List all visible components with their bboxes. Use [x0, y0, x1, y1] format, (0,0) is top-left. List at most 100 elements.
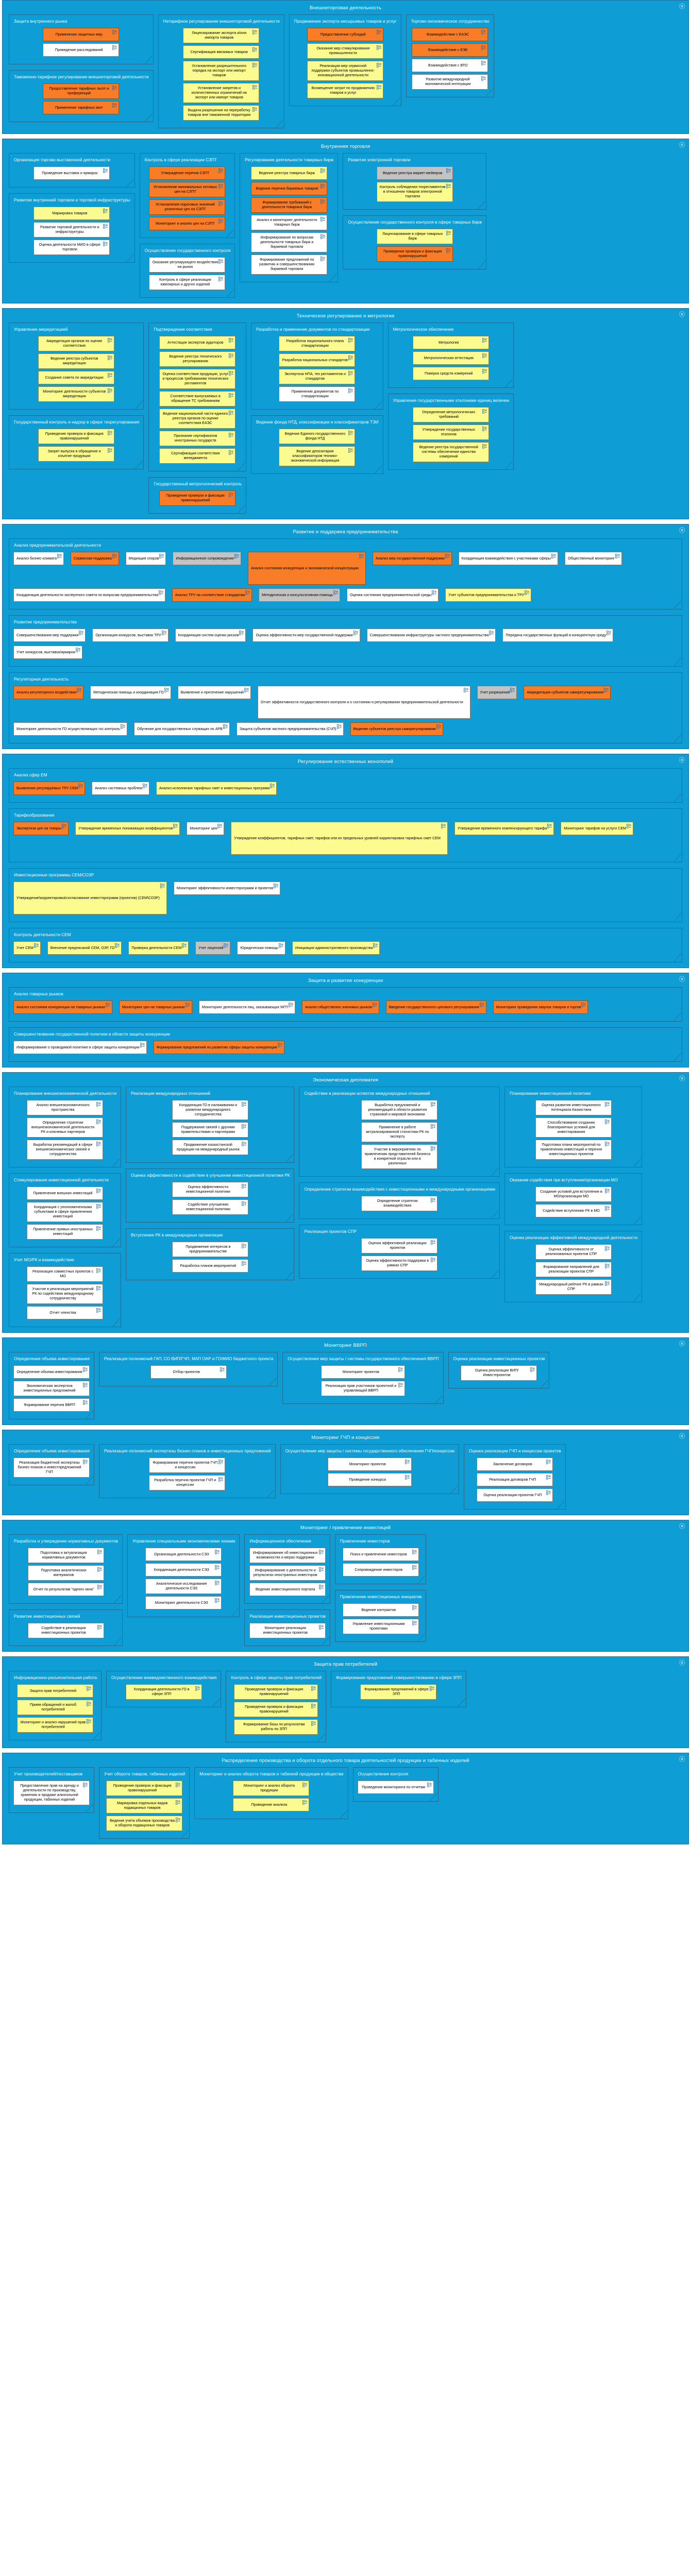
capability-box[interactable]: Обучение для государственных служащих по… — [134, 722, 230, 736]
capability-box[interactable]: Оценка развития инвестиционного потенциа… — [535, 1100, 612, 1115]
capability-box[interactable]: Координация деятельности ГО в сфере ЗПП — [125, 1684, 202, 1700]
capability-box[interactable]: Выдача разрешения на переработку товаров… — [183, 105, 260, 121]
capability-box[interactable]: Аналитическое исследование деятельности … — [145, 1579, 222, 1594]
collapse-icon[interactable]: ⓞ — [679, 1433, 685, 1439]
capability-box[interactable]: Выработка рекомендаций в сфере внешнеэко… — [27, 1140, 104, 1160]
capability-box[interactable]: Участие в мероприятиях по привлечению пр… — [361, 1144, 438, 1169]
capability-box[interactable]: Информационное сопровождение — [173, 552, 242, 565]
capability-group[interactable]: Реализация полномочий экспертизы бизнес-… — [99, 1444, 276, 1498]
capability-box[interactable]: Определение метрологических требований — [412, 407, 489, 422]
capability-group[interactable]: Стимулирование инвестиционной деятельнос… — [9, 1173, 122, 1247]
capability-box[interactable]: Применение защитных мер — [43, 28, 120, 41]
capability-box[interactable]: Установление запретов и количественных о… — [183, 83, 260, 103]
capability-box[interactable]: Взаимодействие с ЕЭК — [412, 43, 488, 57]
capability-box[interactable]: Анализ исполнения тарифных смет и инвест… — [156, 782, 277, 795]
capability-box[interactable]: Разработка перечня проектов ГЧП и концес… — [149, 1475, 226, 1490]
capability-box[interactable]: Координация деятельности СЭЗ — [145, 1563, 222, 1577]
capability-box[interactable]: Аккредитация субъектов саморегулирования — [524, 686, 611, 699]
capability-box[interactable]: Оценка реализации ВИП/Инвестпроектов — [460, 1365, 537, 1381]
capability-box[interactable]: Оценка деятельности МИО в сфере торговли — [33, 240, 110, 255]
capability-group[interactable]: Осуществление межведомственного взаимоде… — [106, 1671, 222, 1707]
capability-group[interactable]: Нетарифное регулирование внешнеторговой … — [158, 14, 284, 128]
collapse-icon[interactable]: ⓞ — [679, 142, 685, 148]
capability-box[interactable]: Утверждение коэффициентов, тарифных смет… — [231, 822, 448, 855]
capability-box[interactable]: Оценка эффективности мер государственной… — [252, 629, 360, 642]
capability-group[interactable]: Разработка и применение документов по ст… — [251, 323, 383, 410]
capability-box[interactable]: Мониторинг цен — [187, 822, 225, 835]
capability-box[interactable]: Информирование о деятельности и результа… — [249, 1565, 326, 1581]
capability-box[interactable]: Ведение реестра маркет-мейкеров — [376, 166, 453, 180]
capability-box[interactable]: Отчет членства — [27, 1306, 104, 1319]
capability-box[interactable]: Совершенствования инфраструктуры частног… — [366, 629, 496, 642]
capability-box[interactable]: Мониторинг деятельности субъектов аккред… — [38, 386, 115, 402]
capability-box[interactable]: Учет лицензий — [195, 941, 231, 955]
capability-box[interactable]: Ведение перечня биржевых товаров — [250, 182, 327, 195]
capability-box[interactable]: Определение объема инвестирования — [13, 1365, 90, 1379]
capability-group[interactable]: Регулирование деятельности товарных бирж… — [240, 153, 339, 282]
capability-box[interactable]: Сопровождение инвесторов — [342, 1563, 419, 1577]
capability-box[interactable]: Информирование о проводимой политике в с… — [13, 1041, 147, 1054]
capability-box[interactable]: Привлечение прямых иностранных инвестици… — [27, 1224, 104, 1240]
capability-box[interactable]: Определение стратегии взаимодействия — [361, 1196, 438, 1211]
collapse-icon[interactable]: ⓞ — [679, 4, 685, 10]
capability-box[interactable]: Мониторинг деятельности ГО осуществляющи… — [13, 722, 127, 736]
capability-box[interactable]: Анализ системных проблем — [92, 782, 150, 795]
capability-box[interactable]: Предоставление тарифных льгот и преферен… — [43, 83, 120, 99]
capability-box[interactable]: Анализ регуляторного воздействия — [13, 686, 84, 699]
capability-box[interactable]: Установление пороговых значений розничны… — [149, 199, 226, 215]
capability-group[interactable]: Государственный контроль и надзор в сфер… — [9, 415, 144, 469]
capability-box[interactable]: Оценка состояния предпринимательской сре… — [347, 588, 439, 602]
collapse-icon[interactable]: ⓞ — [679, 1660, 685, 1666]
capability-box[interactable]: Формирование перечня проектов ГЧП и конц… — [149, 1458, 226, 1473]
capability-box[interactable]: Анализ общественно значимых рынков — [302, 1001, 379, 1014]
capability-box[interactable]: Проведение анализа — [233, 1798, 310, 1811]
capability-box[interactable]: Реализация договоров ГЧП — [476, 1473, 553, 1486]
capability-box[interactable]: Организация деятельности СЭЗ — [145, 1548, 222, 1561]
capability-box[interactable]: Инициация административного производства — [292, 941, 380, 955]
capability-box[interactable]: Формирование базы по результатам работы … — [234, 1719, 318, 1735]
capability-box[interactable]: Поддержание связей с другими правительст… — [172, 1122, 248, 1138]
capability-box[interactable]: Привлечение внешних инвестиций — [27, 1187, 104, 1200]
capability-box[interactable]: Взаимодействие с ЕАЭС — [412, 28, 488, 41]
capability-box[interactable]: Информирование об инвестиционных возможн… — [249, 1548, 326, 1563]
capability-box[interactable]: Координация с уполномоченными субъектами… — [27, 1202, 104, 1222]
capability-group[interactable]: Разработка и утверждение нормативных док… — [9, 1534, 123, 1604]
capability-box[interactable]: Экономическая экспертиза инвестиционных … — [13, 1381, 90, 1396]
capability-box[interactable]: Проведение проверок и фиксация правонару… — [159, 490, 236, 506]
capability-box[interactable]: Подготовка и актуализация нормативных до… — [27, 1548, 104, 1563]
capability-box[interactable]: Международный рейтинг РК в рамках СПР — [535, 1279, 612, 1295]
capability-box[interactable]: Проведение конкурса — [327, 1473, 412, 1486]
capability-box[interactable]: Общественный мониторинг — [564, 552, 622, 565]
capability-box[interactable]: Метрологическая аттестация — [412, 351, 489, 365]
capability-box[interactable]: Мониторинг проектов — [321, 1365, 405, 1379]
capability-box[interactable]: Соответствие выпускаемых в обращение ТС … — [159, 391, 236, 406]
capability-box[interactable]: Продвижение казахстанской продукции на м… — [172, 1140, 248, 1155]
capability-box[interactable]: Формирование предложений в сфере ЗПП — [360, 1684, 437, 1700]
capability-box[interactable]: Прием обращений и жалоб потребителей — [17, 1700, 94, 1715]
collapse-icon[interactable]: ⓞ — [679, 1523, 685, 1530]
capability-box[interactable]: Управление инвестиционными проектами — [342, 1619, 419, 1634]
capability-box[interactable]: Формирование предложений по развитию и с… — [250, 255, 327, 275]
capability-box[interactable]: Реализация бюджетной экспертизы бизнес-п… — [13, 1458, 90, 1478]
capability-box[interactable]: Аттестация экспертов аудиторов — [159, 336, 236, 349]
capability-box[interactable]: Содействие вступлению РК в МО — [535, 1204, 612, 1217]
capability-group[interactable]: Осуществление мер защиты / системы госуд… — [280, 1444, 459, 1494]
capability-box[interactable]: Формирование перечня ВВРП — [13, 1398, 90, 1412]
